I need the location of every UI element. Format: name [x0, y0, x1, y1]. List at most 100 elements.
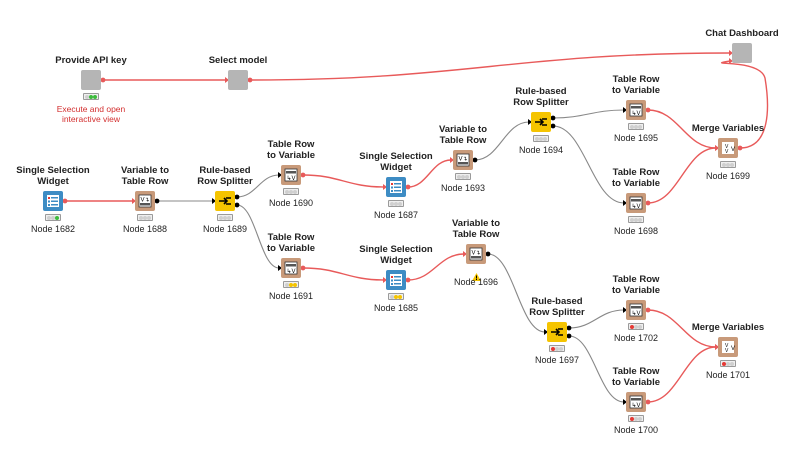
connection-n1702-n1701[interactable] [647, 309, 717, 348]
status-lamp [293, 282, 297, 287]
connection-select_model-chat_dashboard[interactable] [249, 52, 731, 81]
input-port[interactable] [544, 329, 548, 335]
input-port[interactable] [715, 344, 719, 350]
connection-n1697-n1702[interactable] [568, 309, 625, 329]
output-port[interactable] [472, 157, 478, 163]
status-lamp [89, 94, 93, 99]
svg-text:V↴: V↴ [140, 198, 149, 204]
splitter-icon[interactable] [215, 191, 235, 211]
node-title: to Variable [266, 150, 316, 161]
node-annotation: interactive view [61, 114, 121, 124]
output-port[interactable] [300, 265, 306, 271]
input-port[interactable] [623, 399, 627, 405]
status-lamp [638, 416, 642, 421]
connection-n1696-n1697[interactable] [487, 253, 546, 333]
output-port[interactable] [645, 107, 651, 113]
widget-icon[interactable] [386, 177, 406, 197]
merge-variables-icon[interactable]: V V V [718, 138, 738, 158]
status-traffic-light [283, 281, 299, 288]
status-traffic-light [283, 188, 299, 195]
component-icon[interactable] [228, 70, 248, 90]
connection-n1685-n1696[interactable] [407, 253, 465, 281]
node-label: Node 1691 [268, 291, 314, 301]
widget-icon[interactable] [386, 270, 406, 290]
output-port[interactable] [645, 307, 651, 313]
output-port[interactable] [234, 202, 240, 208]
row-variable-icon[interactable]: ↳V [281, 165, 301, 185]
input-port[interactable] [225, 77, 229, 83]
connection-n1693-n1694[interactable] [474, 121, 530, 161]
splitter-icon[interactable] [531, 112, 551, 132]
output-port[interactable] [62, 198, 68, 204]
output-port[interactable] [645, 399, 651, 405]
connection-n1700-n1701[interactable] [647, 346, 717, 403]
input-port[interactable] [278, 265, 282, 271]
output-port[interactable] [405, 184, 411, 190]
output-port[interactable] [100, 77, 106, 83]
row-variable-icon[interactable]: ↳V [626, 193, 646, 213]
row-variable-icon[interactable]: V↴ [135, 191, 155, 211]
row-variable-icon[interactable]: ↳V [626, 100, 646, 120]
input-port[interactable] [450, 157, 454, 163]
input-port[interactable] [528, 119, 532, 125]
node-title: Table Row [452, 229, 500, 240]
input-port[interactable] [132, 198, 136, 204]
connection-n1689-n1691[interactable] [236, 204, 280, 269]
widget-icon[interactable] [43, 191, 63, 211]
input-port[interactable] [715, 145, 719, 151]
input-port[interactable] [623, 107, 627, 113]
input-port[interactable] [729, 58, 733, 64]
output-port[interactable] [645, 200, 651, 206]
status-lamp [390, 201, 394, 206]
row-variable-icon[interactable]: V↴ [453, 150, 473, 170]
connection-n1699-chat_dashboard[interactable] [720, 60, 769, 149]
status-lamp [461, 174, 465, 179]
input-port[interactable] [729, 50, 733, 56]
output-port[interactable] [566, 333, 572, 339]
input-port[interactable] [623, 200, 627, 206]
component-icon[interactable] [81, 70, 101, 90]
output-port[interactable] [300, 172, 306, 178]
component-icon[interactable] [732, 43, 752, 63]
output-port[interactable] [550, 123, 556, 129]
output-port[interactable] [485, 251, 491, 257]
node-label: Node 1689 [202, 224, 248, 234]
output-port[interactable] [154, 198, 160, 204]
input-port[interactable] [383, 184, 387, 190]
status-lamp [630, 124, 634, 129]
splitter-icon[interactable] [547, 322, 567, 342]
connection-n1690-n1687[interactable] [302, 174, 385, 188]
status-lamp [535, 136, 539, 141]
input-port[interactable] [463, 251, 467, 257]
connection-n1694-n1698[interactable] [552, 125, 625, 204]
input-port[interactable] [212, 198, 216, 204]
connection-n1698-n1699[interactable] [647, 147, 717, 204]
row-variable-icon[interactable]: ↳V [281, 258, 301, 278]
output-port[interactable] [405, 277, 411, 283]
connection-n1689-n1690[interactable] [236, 174, 280, 198]
output-port[interactable] [550, 115, 556, 121]
connection-n1694-n1695[interactable] [552, 109, 625, 119]
input-port[interactable] [623, 307, 627, 313]
output-port[interactable] [234, 194, 240, 200]
input-port[interactable] [278, 172, 282, 178]
status-lamp [559, 346, 563, 351]
merge-variables-icon[interactable]: V V V [718, 337, 738, 357]
connection-n1695-n1699[interactable] [647, 109, 717, 149]
status-lamp [726, 162, 730, 167]
row-variable-icon[interactable]: V↴ [466, 244, 486, 264]
connection-n1697-n1700[interactable] [568, 335, 625, 403]
row-variable-icon[interactable]: ↳V [626, 392, 646, 412]
output-port[interactable] [737, 145, 743, 151]
status-lamp [634, 124, 638, 129]
status-traffic-light [533, 135, 549, 142]
connection-n1691-n1685[interactable] [302, 267, 385, 281]
row-variable-icon[interactable]: ↳V [626, 300, 646, 320]
connection-n1687-n1693[interactable] [407, 159, 452, 188]
output-port[interactable] [247, 77, 253, 83]
input-port[interactable] [383, 277, 387, 283]
node-title: Merge Variables [691, 322, 765, 333]
output-port[interactable] [566, 325, 572, 331]
node-title: Table Row [121, 176, 169, 187]
